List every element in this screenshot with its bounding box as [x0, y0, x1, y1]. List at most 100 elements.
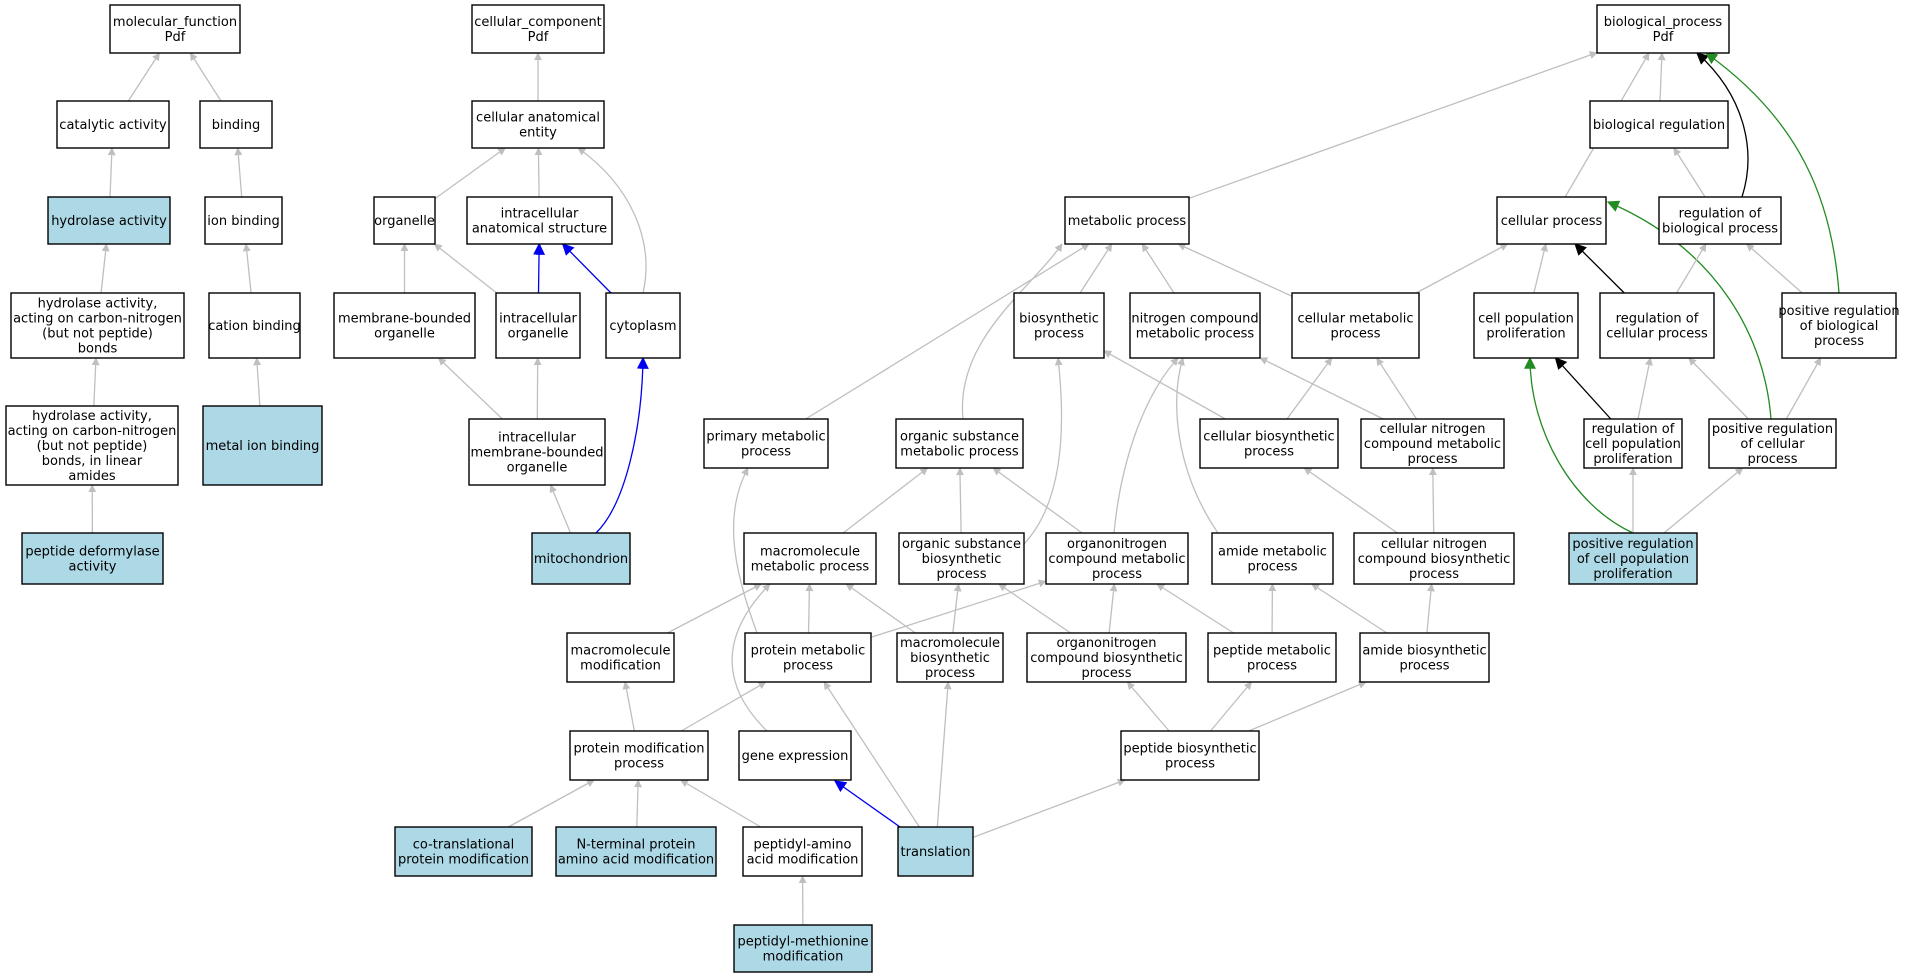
node-box	[569, 730, 709, 781]
edge-pbp-to-oncbp	[1126, 681, 1170, 732]
node-box	[531, 532, 631, 585]
node-breg[interactable]: biological regulation	[1589, 100, 1729, 149]
node-box	[895, 418, 1024, 469]
node-label-line: cellular process	[1606, 327, 1708, 342]
node-ionb[interactable]: ion binding	[204, 196, 283, 245]
node-box	[1496, 196, 1607, 245]
node-label-line: process	[1400, 659, 1450, 674]
node-cp[interactable]: cellular process	[1496, 196, 1607, 245]
node-ge[interactable]: gene expression	[738, 730, 852, 781]
node-box	[1360, 418, 1505, 469]
node-cyto[interactable]: cytoplasm	[605, 292, 681, 359]
node-mito[interactable]: mitochondrion	[531, 532, 631, 585]
edge-rcpp-to-rcp	[1637, 357, 1653, 420]
node-metalb[interactable]: metal ion binding	[202, 405, 323, 486]
edge-mp-to-bp	[1188, 51, 1598, 199]
node-trans[interactable]: translation	[897, 826, 974, 877]
node-cat[interactable]: catalytic activity	[56, 100, 170, 149]
node-label-line: translation	[901, 845, 971, 860]
node-box	[605, 292, 681, 359]
node-hydcn[interactable]: hydrolase activity,acting on carbon-nitr…	[10, 292, 185, 359]
node-label-line: organic substance	[902, 537, 1021, 552]
edge-oncbp-to-oncmp	[1108, 583, 1118, 634]
node-box	[1568, 532, 1698, 585]
node-box	[1589, 100, 1729, 149]
node-box	[471, 100, 605, 149]
node-box	[897, 826, 974, 877]
node-label-line: binding	[212, 118, 260, 133]
node-org[interactable]: organelle	[373, 196, 436, 245]
node-hyd[interactable]: hydrolase activity	[47, 196, 171, 245]
node-box	[1596, 4, 1730, 54]
node-box	[1473, 292, 1579, 359]
node-label-line: hydrolase activity	[51, 214, 167, 229]
node-label-line: regulation of	[1679, 207, 1762, 222]
edge-ntpm-to-pmodp	[633, 779, 642, 828]
edge-io-to-ias	[533, 242, 546, 294]
node-label-line: process	[925, 666, 975, 681]
node-label-line: process	[1248, 560, 1298, 575]
node-label-line: cell population	[1478, 312, 1574, 327]
node-label-line: modification	[763, 950, 844, 965]
node-box	[202, 405, 323, 486]
node-label-line: peptidyl-amino	[754, 838, 852, 853]
node-label-line: of cellular	[1740, 437, 1805, 452]
node-label-line: amide biosynthetic	[1362, 644, 1486, 659]
node-label-line: process	[1408, 452, 1458, 467]
node-label-line: modification	[580, 659, 661, 674]
node-cationb[interactable]: cation binding	[208, 292, 301, 359]
edge-trans-to-ge	[834, 780, 901, 828]
node-bind[interactable]: binding	[199, 100, 273, 149]
node-box	[333, 292, 476, 359]
node-box	[1129, 292, 1261, 359]
edge-hyd-to-cat	[107, 147, 116, 198]
node-hydcnl[interactable]: hydrolase activity,acting on carbon-nitr…	[5, 405, 179, 486]
node-box	[1599, 292, 1715, 359]
node-label-line: mitochondrion	[534, 552, 628, 567]
node-label-line: peptide metabolic	[1213, 644, 1331, 659]
node-mp[interactable]: metabolic process	[1064, 196, 1190, 245]
